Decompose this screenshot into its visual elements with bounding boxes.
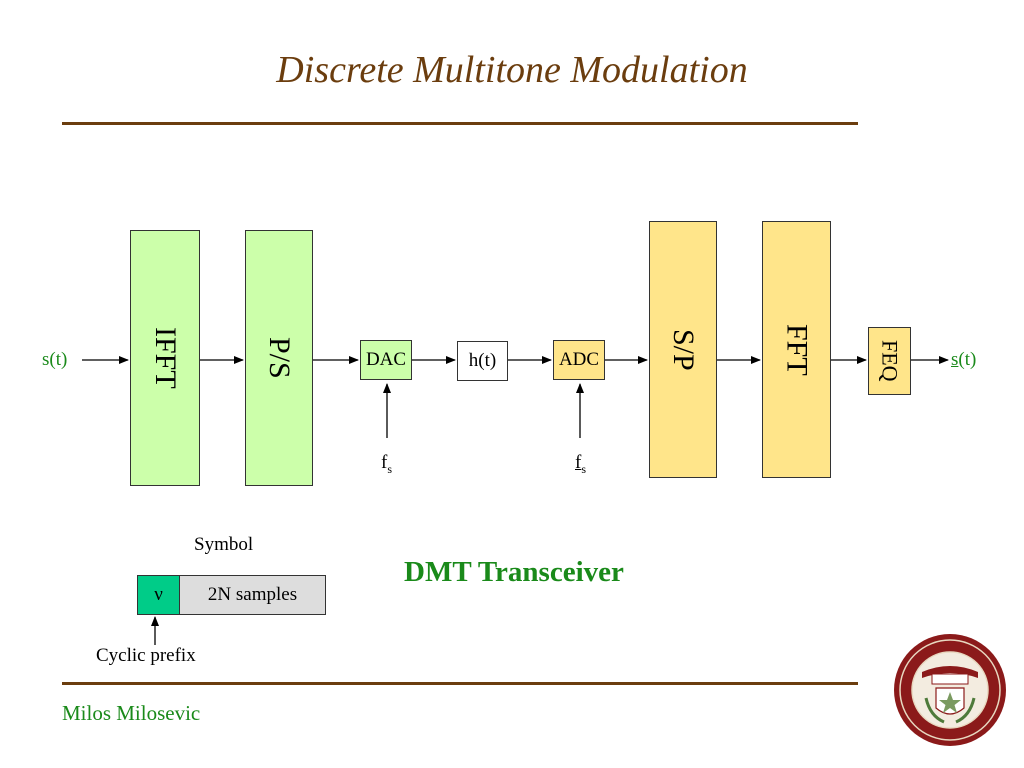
adc-block: ADC <box>553 340 605 380</box>
fs-rx-label: fs <box>575 452 586 477</box>
sp-label: S/P <box>667 328 700 371</box>
output-signal-label: s(t) <box>951 349 976 371</box>
fs-tx-main: f <box>381 452 388 473</box>
output-signal-suffix: (t) <box>958 349 977 370</box>
ps-block: P/S <box>245 230 313 486</box>
top-divider <box>62 122 858 125</box>
page-title: Discrete Multitone Modulation <box>276 49 748 91</box>
cyclic-prefix-box: ν <box>137 575 180 615</box>
samples-box: 2N samples <box>179 575 326 615</box>
feq-block: FEQ <box>868 327 911 395</box>
fft-label: FFT <box>780 323 814 376</box>
channel-block: h(t) <box>457 341 508 381</box>
samples-label: 2N samples <box>207 584 298 605</box>
fs-rx-sub: s <box>581 461 586 476</box>
dac-block: DAC <box>360 340 412 380</box>
feq-label: FEQ <box>877 340 903 382</box>
cyclic-prefix-glyph: ν <box>154 584 163 605</box>
output-signal-estimate: s <box>951 349 959 370</box>
ps-label: P/S <box>263 337 296 379</box>
fs-tx-label: fs <box>381 452 392 477</box>
diagram-caption: DMT Transceiver <box>404 556 624 588</box>
input-signal-label: s(t) <box>42 349 68 370</box>
symbol-title: Symbol <box>194 534 254 555</box>
cyclic-prefix-label: Cyclic prefix <box>96 645 196 666</box>
university-seal-logo <box>894 634 1006 746</box>
sp-block: S/P <box>649 221 717 478</box>
fft-block: FFT <box>762 221 831 478</box>
ifft-label: IFFT <box>149 327 182 389</box>
channel-label: h(t) <box>468 350 497 371</box>
bottom-divider <box>62 682 858 685</box>
dac-label: DAC <box>365 349 407 370</box>
footer-author: Milos Milosevic <box>62 701 201 725</box>
adc-label: ADC <box>558 349 600 370</box>
fs-rx-main: f <box>575 452 582 473</box>
fs-tx-sub: s <box>387 461 392 476</box>
ifft-block: IFFT <box>130 230 200 486</box>
